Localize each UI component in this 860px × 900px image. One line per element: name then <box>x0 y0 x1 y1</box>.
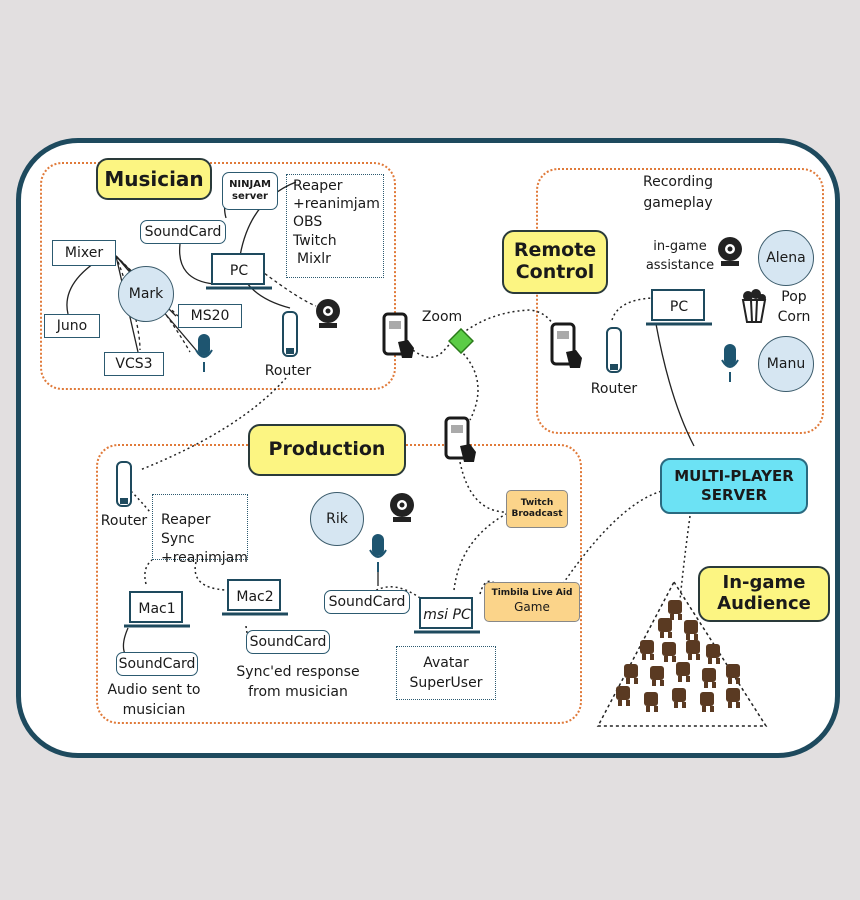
production-microphone-icon <box>369 534 387 572</box>
mac2-laptop-icon <box>222 579 288 616</box>
remote-webcam-icon <box>718 237 742 266</box>
audience-avatar-icon <box>726 688 740 708</box>
zoom-diamond-icon <box>448 328 474 354</box>
synced-response-label: Sync'ed response from musician <box>236 664 360 701</box>
app-twitch: Twitch <box>293 232 337 249</box>
twitch-broadcast-box: Twitch Broadcast <box>506 490 568 528</box>
ninjam-server-box: NINJAM server <box>222 172 278 210</box>
audience-avatar-icon <box>644 692 658 712</box>
manu-avatar: Manu <box>758 336 814 392</box>
audience-avatar-icon <box>672 688 686 708</box>
musician-router-icon <box>282 311 298 357</box>
msi-pc-label: msi PC <box>423 607 471 623</box>
mac1-soundcard: SoundCard <box>116 652 198 676</box>
server-line1: MULTI-PLAYER <box>674 467 794 486</box>
reaper-sync-line1: Reaper Sync <box>161 512 211 547</box>
production-title: Production <box>248 424 406 476</box>
alena-avatar: Alena <box>758 230 814 286</box>
mac1-laptop-icon <box>124 591 190 628</box>
audience-avatar-icon <box>616 686 630 706</box>
audience-avatar-icon <box>684 620 698 640</box>
reaper-sync-line2: +reanimjam <box>161 549 248 566</box>
audience-avatar-icon <box>706 644 720 664</box>
production-router-icon <box>116 461 132 507</box>
musician-title: Musician <box>96 158 212 200</box>
mac2-soundcard: SoundCard <box>246 630 330 654</box>
remote-router-label: Router <box>590 381 638 397</box>
remote-pc-label: PC <box>669 299 689 315</box>
avatar-superuser-box: Avatar SuperUser <box>396 646 496 700</box>
musician-webcam-icon <box>316 299 340 328</box>
msi-soundcard: SoundCard <box>324 590 410 614</box>
vcs3-box: VCS3 <box>104 352 164 376</box>
audio-sent-label: Audio sent to musician <box>107 682 201 719</box>
audience-line1: In-game <box>722 572 806 594</box>
zoom-label: Zoom <box>421 309 463 325</box>
musician-apps-box: Reaper +reanimjam OBS Twitch Mixlr <box>286 174 384 278</box>
remote-pc-laptop-icon <box>646 289 712 326</box>
mac1-label: Mac1 <box>138 601 176 617</box>
audience-avatar-icon <box>658 618 672 638</box>
popcorn-label: Pop Corn <box>777 289 811 325</box>
musician-pc-label: PC <box>229 263 249 279</box>
app-mixlr: Mixlr <box>297 250 331 267</box>
remote-phone-icon <box>550 322 582 368</box>
app-reanimjam: +reanimjam <box>293 196 380 213</box>
production-router-label: Router <box>100 513 148 529</box>
remote-router-icon <box>606 327 622 373</box>
musician-pc-laptop-icon <box>206 253 272 290</box>
remote-microphone-icon <box>721 344 739 382</box>
superuser-line: SuperUser <box>409 675 483 692</box>
server-line2: SERVER <box>700 486 767 504</box>
mixer-box: Mixer <box>52 240 116 266</box>
timbila-line1: Timbila Live Aid <box>491 588 573 599</box>
audience-avatar-icon <box>702 668 716 688</box>
popcorn-icon <box>741 289 767 323</box>
timbila-game-box: Timbila Live Aid Game <box>484 582 580 622</box>
audience-avatar-icon <box>676 662 690 682</box>
timbila-line2: Game <box>514 600 550 615</box>
multiplayer-server-box: MULTI-PLAYER SERVER <box>660 458 808 514</box>
msi-pc-laptop-icon <box>414 597 480 634</box>
audience-avatar-icon <box>726 664 740 684</box>
musician-router-label: Router <box>264 363 312 379</box>
musician-region <box>40 162 396 390</box>
rik-avatar: Rik <box>310 492 364 546</box>
musician-phone-icon <box>382 312 414 358</box>
app-obs: OBS <box>293 214 323 231</box>
audience-avatar-icon <box>650 666 664 686</box>
audience-avatar-icon <box>686 640 700 660</box>
juno-box: Juno <box>44 314 100 338</box>
mac2-label: Mac2 <box>236 589 274 605</box>
in-game-assistance-label: in-game assistance <box>645 239 715 273</box>
audience-avatar-icon <box>640 640 654 660</box>
musician-microphone-icon <box>195 334 213 372</box>
avatar-line: Avatar <box>423 655 469 671</box>
audience-avatar-icon <box>662 642 676 662</box>
mark-avatar: Mark <box>118 266 174 322</box>
reaper-sync-box: Reaper Sync +reanimjam <box>152 494 248 566</box>
audience-avatar-icon <box>668 600 682 620</box>
audience-pyramid <box>596 580 768 727</box>
production-webcam-icon <box>390 493 414 522</box>
audience-avatar-icon <box>624 664 638 684</box>
audience-avatar-icon <box>700 692 714 712</box>
remote-control-title: Remote Control <box>502 230 608 294</box>
audience-line2: Audience <box>717 593 811 614</box>
remote-control-region <box>536 168 824 434</box>
ms20-box: MS20 <box>178 304 242 328</box>
in-game-audience-title: In-game Audience <box>698 566 830 622</box>
production-phone-icon <box>444 416 476 462</box>
recording-gameplay-label: Recording gameplay <box>642 174 714 211</box>
musician-soundcard: SoundCard <box>140 220 226 244</box>
app-reaper: Reaper <box>293 178 343 194</box>
